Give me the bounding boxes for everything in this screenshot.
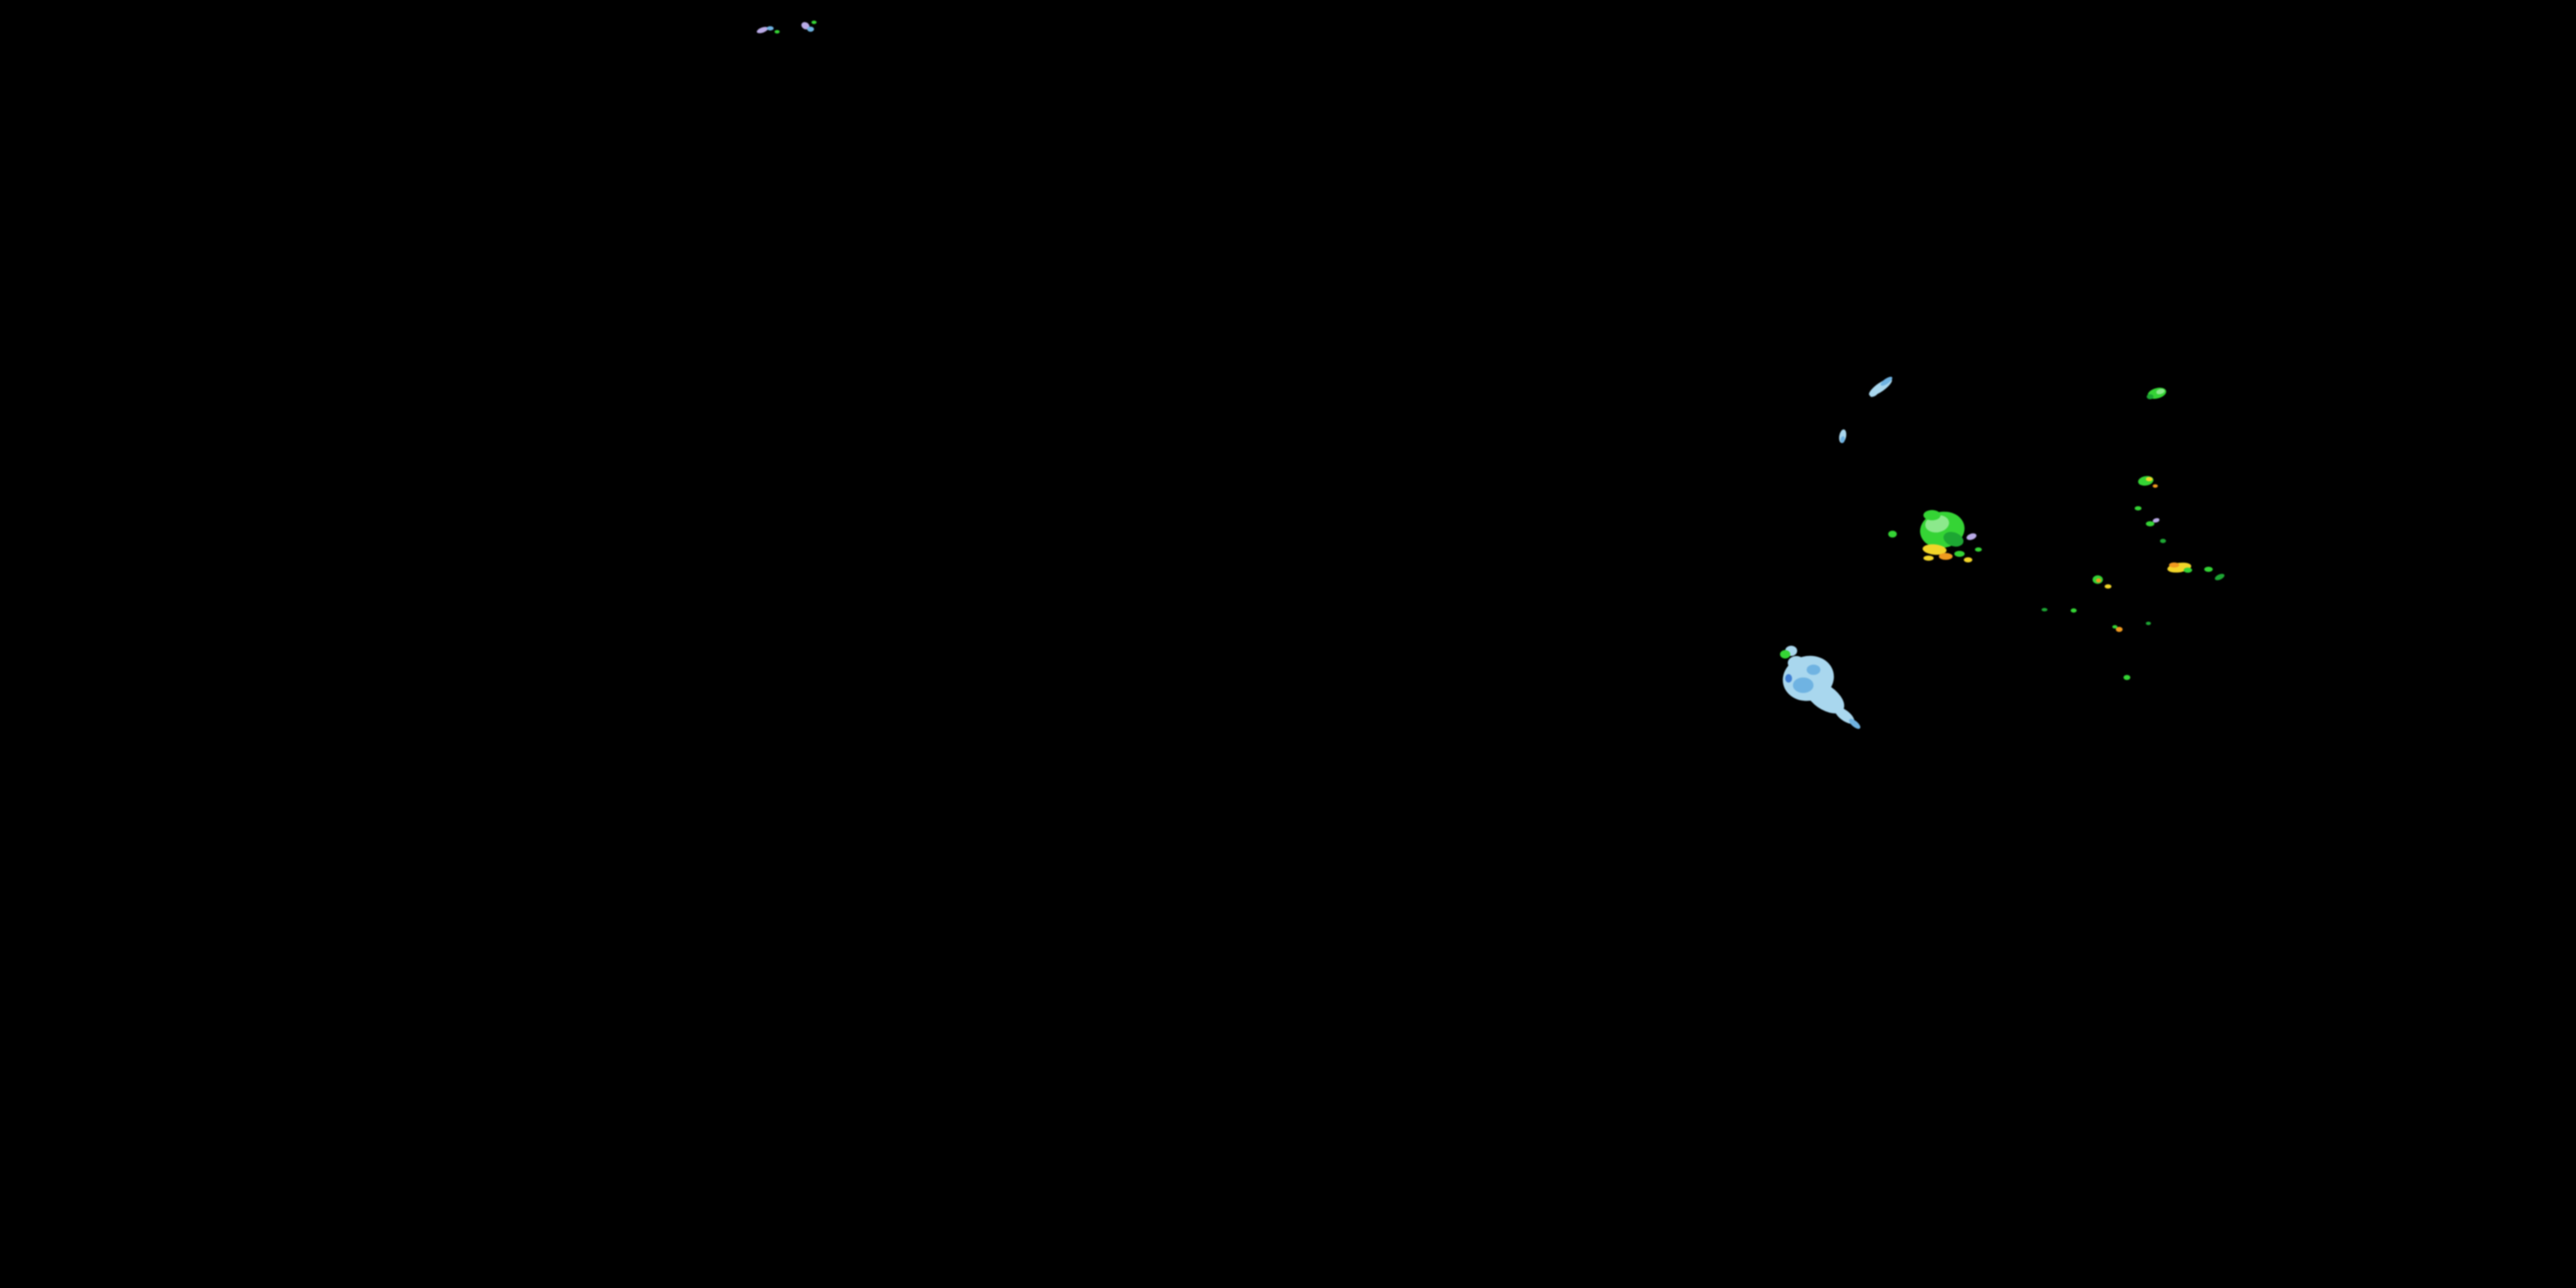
radar-cell-east-scatter xyxy=(2184,568,2192,573)
radar-cell-south-blue-comma xyxy=(1793,677,1814,693)
radar-cell-east-scatter xyxy=(2204,567,2213,572)
radar-cell-northwest-specks xyxy=(775,30,780,33)
radar-cell-east-scatter xyxy=(2146,477,2153,482)
radar-cell-east-scatter xyxy=(2112,625,2117,629)
radar-cell-south-blue-comma xyxy=(1807,665,1820,675)
radar-cell-east-scatter xyxy=(2096,578,2101,583)
radar-cell-blue-sliver xyxy=(1840,436,1845,443)
radar-cell-northwest-specks xyxy=(767,26,774,31)
radar-cell-east-scatter xyxy=(2169,562,2179,568)
radar-cell-south-blue-comma xyxy=(1785,674,1792,683)
radar-cell-east-scatter xyxy=(2146,622,2151,625)
radar-cell-east-scatter xyxy=(2116,627,2123,632)
radar-cell-northwest-specks xyxy=(756,27,769,33)
radar-cell-north-streak xyxy=(1869,389,1880,398)
radar-cell-north-green-blob xyxy=(2156,388,2165,395)
radar-cell-east-scatter xyxy=(2041,608,2048,611)
radar-cell-south-blue-comma xyxy=(1788,656,1805,670)
radar-cell-east-scatter xyxy=(2135,506,2142,511)
radar-cell-east-scatter xyxy=(2123,675,2130,680)
radar-cell-main-green-cell xyxy=(1888,531,1897,538)
radar-cell-main-green-cell xyxy=(1964,557,1972,562)
radar-cell-main-green-cell xyxy=(1943,532,1964,547)
radar-cell-east-scatter xyxy=(2146,521,2154,526)
radar-cell-northwest-specks xyxy=(811,21,817,24)
radar-cell-east-scatter xyxy=(2070,608,2077,613)
radar-cell-south-blue-comma xyxy=(1834,707,1855,724)
radar-cell-south-blue-comma xyxy=(1805,681,1844,714)
radar-cell-east-scatter xyxy=(2153,484,2158,488)
radar-cell-main-green-cell xyxy=(1975,547,1982,552)
radar-cell-south-blue-comma xyxy=(1780,650,1790,659)
radar-cell-main-green-cell xyxy=(1939,553,1953,560)
radar-cell-main-green-cell xyxy=(1923,556,1934,561)
radar-cell-east-scatter xyxy=(2153,518,2160,523)
radar-cell-main-green-cell xyxy=(1966,533,1977,540)
radar-cell-northwest-specks xyxy=(807,27,814,32)
radar-cell-east-scatter xyxy=(2105,584,2111,589)
radar-cell-north-streak xyxy=(1880,376,1893,386)
radar-cell-northwest-specks xyxy=(801,21,810,30)
radar-cell-north-green-blob xyxy=(2147,394,2154,399)
radar-cell-east-scatter xyxy=(2138,476,2154,486)
radar-cell-south-blue-comma xyxy=(1849,719,1861,729)
radar-cell-east-scatter xyxy=(2160,538,2166,544)
radar-cell-main-green-cell xyxy=(1923,544,1947,556)
radar-cell-main-green-cell xyxy=(1954,550,1965,557)
radar-cell-east-scatter xyxy=(2215,574,2225,580)
radar-cell-main-green-cell xyxy=(1923,510,1941,520)
